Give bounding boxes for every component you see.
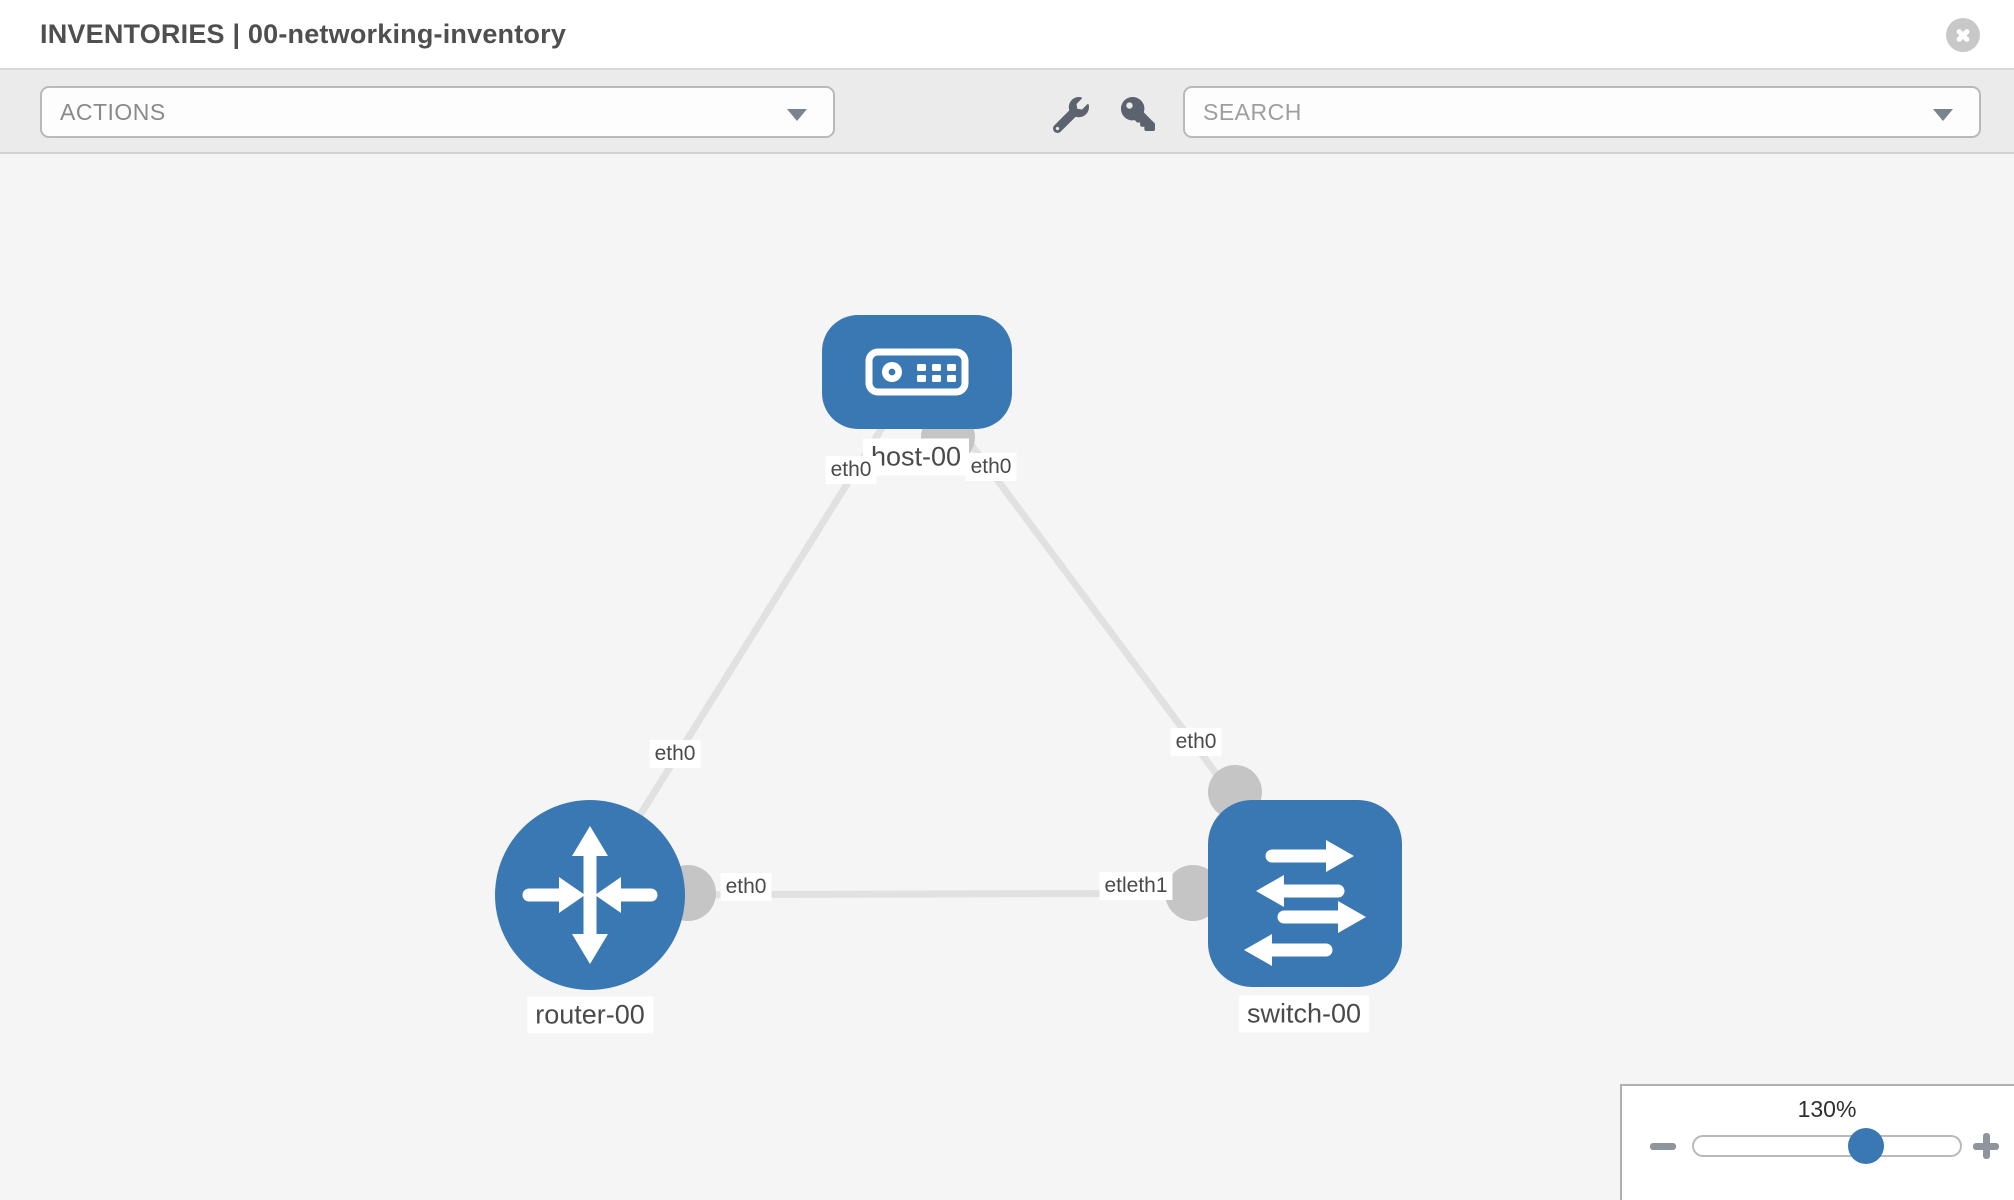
node-label-host: host-00 [862,438,970,476]
zoom-in-button[interactable] [1973,1133,1999,1159]
node-switch-00[interactable] [1208,800,1402,987]
interface-label-switch-eth0: eth0 [1170,728,1222,756]
chevron-down-icon [787,109,807,121]
wrench-icon[interactable] [1052,97,1089,138]
toolbar: ACTIONS SEARCH [0,70,2014,154]
actions-dropdown[interactable]: ACTIONS [40,86,835,138]
key-icon[interactable] [1121,97,1155,136]
interface-label-host-eth0-left: eth0 [825,456,877,484]
interface-label-host-eth0-right: eth0 [965,453,1017,481]
router-icon [522,826,658,964]
topology-edges [587,369,1308,921]
node-host-00[interactable] [822,315,1012,429]
chevron-down-icon [1933,109,1953,121]
node-router-00[interactable] [495,800,685,990]
host-icon [865,348,969,396]
close-button[interactable] [1946,18,1980,52]
interface-connector-switch-eth1[interactable] [1165,865,1221,921]
search-dropdown[interactable]: SEARCH [1183,86,1981,138]
header: INVENTORIES | 00-networking-inventory [0,0,2014,70]
search-placeholder: SEARCH [1203,98,1302,125]
node-label-switch: switch-00 [1238,995,1370,1033]
interface-label-router-top: eth0 [649,740,701,768]
zoom-level-value: 130% [1797,1096,1857,1122]
zoom-slider-thumb[interactable] [1848,1128,1884,1164]
interface-label-router-eth0: eth0 [720,873,772,901]
zoom-slider[interactable] [1692,1128,1962,1164]
topology-canvas[interactable]: host-00 eth0 eth0 eth0 router-00 eth0 et… [0,156,2014,1200]
actions-dropdown-label: ACTIONS [60,98,166,125]
switch-icon [1244,840,1366,966]
node-label-router: router-00 [527,996,653,1034]
zoom-out-button[interactable] [1650,1133,1676,1159]
zoom-control-panel: 130% [1620,1084,2014,1200]
interface-label-switch-eth1: etleth1 [1099,872,1173,900]
page-title: INVENTORIES | 00-networking-inventory [40,19,567,49]
